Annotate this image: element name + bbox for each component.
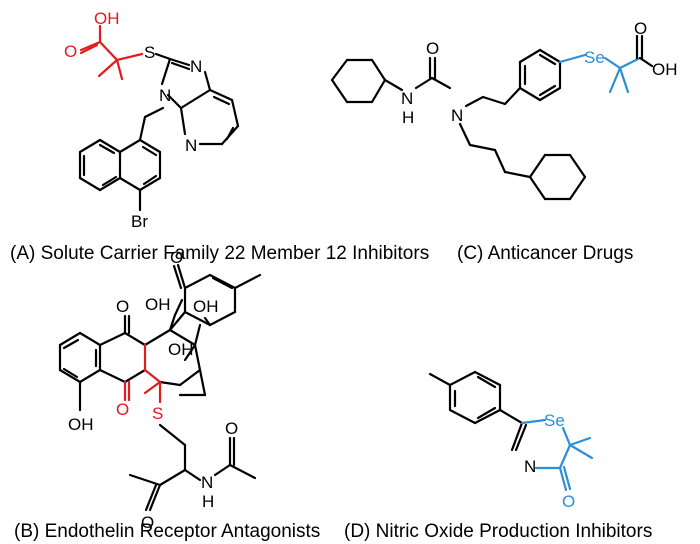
atom-o-label: O — [170, 248, 183, 267]
caption-d: (D) Nitric Oxide Production Inhibitors — [344, 521, 652, 542]
atom-o-label: O — [116, 297, 129, 316]
atom-o-label: O — [116, 400, 129, 419]
atom-o-label: O — [562, 492, 575, 511]
atom-oh-label: OH — [193, 297, 219, 316]
atom-oh-label: OH — [168, 340, 194, 359]
structure-c: O N H N Se O OH — [330, 19, 678, 201]
atom-se-label: Se — [544, 411, 565, 430]
structure-a: OH O S — [64, 9, 240, 231]
atom-oh-label: OH — [68, 415, 94, 434]
atom-o-label: O — [225, 419, 238, 438]
atom-nh-label: N — [401, 89, 413, 108]
atom-n-label: N — [524, 457, 536, 476]
atom-oh-label: OH — [94, 9, 120, 28]
caption-a: (A) Solute Carrier Family 22 Member 12 I… — [10, 243, 429, 264]
atom-h-label: H — [202, 492, 214, 511]
atom-oh-label: OH — [652, 60, 678, 79]
atom-nh-label: N — [201, 473, 213, 492]
structure-d: Se N O — [428, 370, 594, 511]
atom-h-label: H — [402, 108, 414, 127]
atom-oh-label: OH — [145, 295, 171, 314]
atom-s-label: S — [144, 43, 155, 62]
atom-n-label: N — [159, 86, 171, 105]
atom-se-label: Se — [584, 48, 605, 67]
atom-n-label: N — [451, 106, 463, 125]
atom-n-label: N — [185, 136, 197, 155]
atom-o-label: O — [426, 39, 439, 58]
caption-c: (C) Anticancer Drugs — [457, 243, 633, 264]
atom-o-label: O — [634, 19, 647, 38]
atom-n-label: N — [190, 57, 202, 76]
atom-o-label: O — [64, 42, 77, 61]
structure-b: O O OH OH OH OH O S O O N H — [58, 248, 262, 532]
atom-o-label: O — [141, 513, 154, 532]
atom-s-label: S — [152, 404, 163, 423]
atom-br-label: Br — [131, 212, 148, 231]
caption-b: (B) Endothelin Receptor Antagonists — [14, 521, 320, 542]
